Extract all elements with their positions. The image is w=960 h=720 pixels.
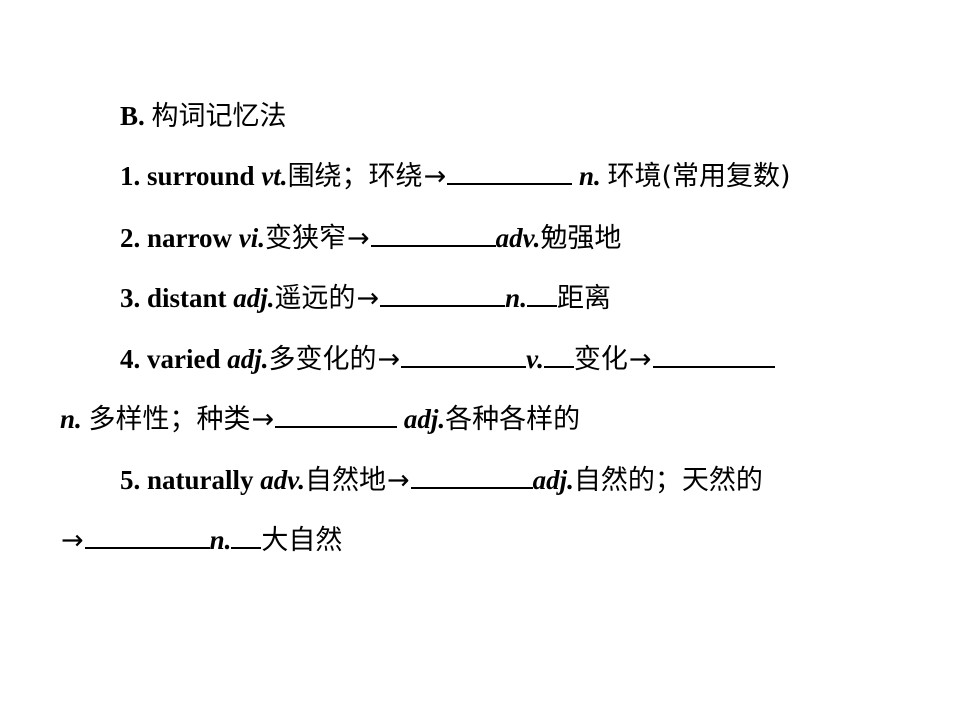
item-number: 1. [120,161,141,191]
item-number: 5. [120,465,141,495]
item-pos: vt. [261,161,288,191]
list-item: 4. varied adj.多变化的→v.变化→ [120,339,775,379]
item-meaning: 多变化的 [268,344,377,375]
item-pos: adj. [233,283,275,313]
target-pos: adj. [403,404,446,434]
target-pos: v. [526,344,544,374]
list-item: 1. surround vt.围绕；环绕→ n. 环境(常用复数) [120,156,791,196]
item-pos: adj. [227,344,269,374]
list-item-continued: → n. 大自然 [60,520,342,560]
list-item: 3. distant adj.遥远的→ n. 距离 [120,278,611,318]
answer-blank[interactable] [380,279,506,307]
target-pos: adj. [532,465,574,495]
item-word: surround [147,161,255,191]
list-item: 5. naturally adv.自然地→ adj.自然的；天然的 [120,460,763,500]
item-word: naturally [147,465,254,495]
target-meaning: 勉强地 [540,223,622,254]
item-word: narrow [147,223,232,253]
list-item-continued: n. 多样性；种类→ adj.各种各样的 [60,399,580,439]
arrow-icon: → [251,404,275,435]
answer-blank[interactable] [275,400,398,428]
target-meaning: 自然的；天然的 [573,465,763,496]
answer-blank[interactable] [652,340,775,368]
target-meaning: 各种各样的 [445,404,581,435]
section-label: B. [120,101,145,131]
answer-underline [543,340,574,368]
item-meaning: 变狭窄 [265,223,346,254]
target-meaning: 多样性；种类 [88,404,251,435]
item-number: 4. [120,344,141,374]
section-title: 构词记忆法 [151,101,287,132]
target-pos: adv. [495,223,541,253]
target-meaning: 环境(常用复数) [607,161,791,192]
arrow-icon: → [347,223,370,254]
item-word: varied [147,344,221,374]
arrow-icon: → [377,344,401,375]
item-number: 3. [120,283,141,313]
target-pos: n. [209,525,232,555]
target-meaning: 变化 [573,344,628,375]
item-meaning: 遥远的 [274,283,356,314]
arrow-icon: → [61,525,84,556]
answer-blank[interactable] [447,157,573,185]
target-meaning: 大自然 [261,525,343,556]
item-word: distant [147,283,227,313]
item-number: 2. [120,223,141,253]
target-pos: n. [505,283,527,313]
target-meaning: 距离 [556,283,611,314]
arrow-icon: → [628,344,652,375]
arrow-icon: → [387,465,410,496]
answer-blank[interactable] [401,340,527,368]
arrow-icon: → [356,283,380,314]
item-pos: vi. [238,223,265,253]
target-pos: n. [578,161,601,191]
arrow-icon: → [423,161,447,192]
list-item: 2. narrow vi.变狭窄→ adv.勉强地 [120,218,621,258]
answer-underline [231,521,262,549]
item-pos: adv. [260,465,305,495]
target-pos: n. [60,404,82,434]
section-heading: B. 构词记忆法 [120,96,287,136]
answer-blank[interactable] [410,461,533,489]
item-meaning: 自然地 [305,465,386,496]
answer-blank[interactable] [84,521,210,549]
answer-underline [526,279,557,307]
answer-blank[interactable] [370,219,496,247]
item-meaning: 围绕；环绕 [287,161,423,192]
